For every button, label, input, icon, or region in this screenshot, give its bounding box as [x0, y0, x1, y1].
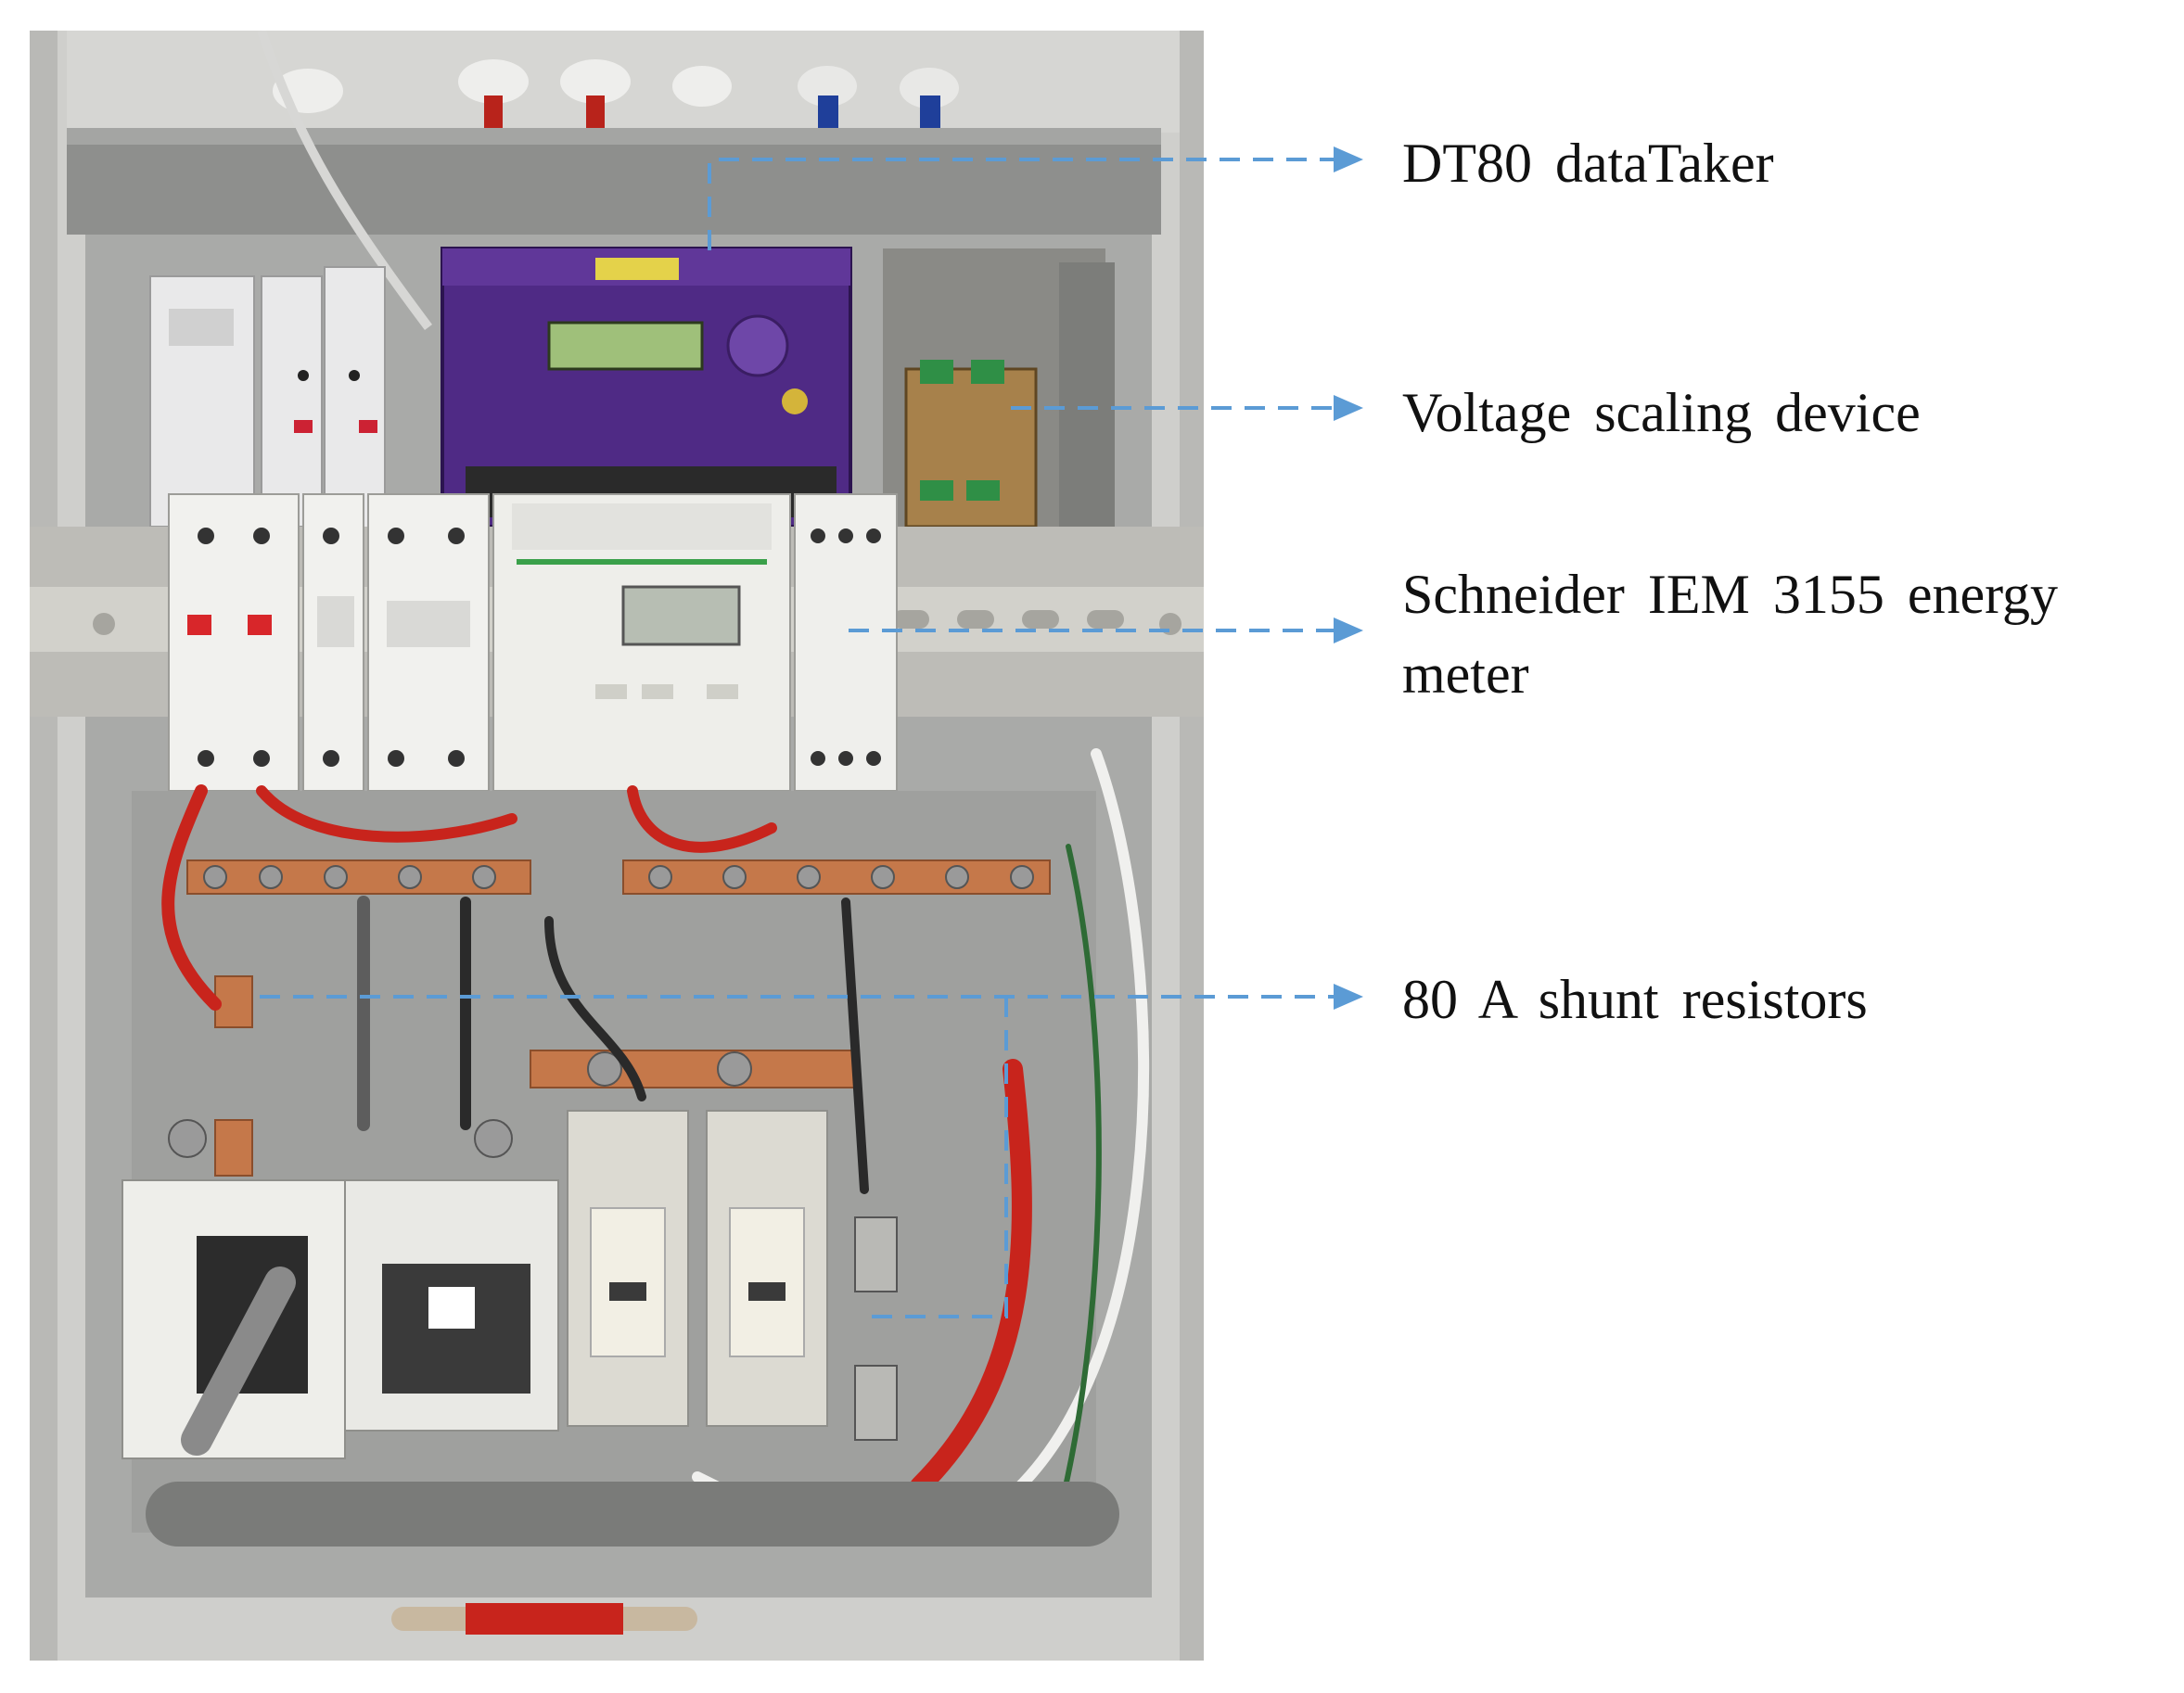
- arrowhead-dt80: [1334, 146, 1363, 172]
- label-shunt-resistors: 80 A shunt resistors: [1402, 969, 1868, 1030]
- electrical-enclosure-photo: [30, 31, 1204, 1661]
- energy-meter: [492, 493, 898, 792]
- label-energy-meter-line1: Schneider IEM 3155 energy: [1402, 564, 2059, 625]
- cable-glands: [273, 59, 959, 197]
- arrowhead-shunt: [1334, 984, 1363, 1010]
- busbars: [186, 859, 1051, 1177]
- datataker-device: [441, 247, 852, 528]
- fuses: [567, 1110, 828, 1427]
- power-supplies: [149, 266, 386, 532]
- earth-strap: [391, 1603, 697, 1635]
- arrowhead-voltage-scaling: [1334, 395, 1363, 421]
- isolator-switch: [121, 1179, 559, 1459]
- keypad: [726, 314, 789, 377]
- label-energy-meter: Schneider IEM 3155 energy meter: [1402, 554, 2058, 714]
- enclosure-illustration: [30, 31, 1204, 1661]
- label-voltage-scaling-device: Voltage scaling device: [1402, 382, 1921, 443]
- label-energy-meter-line2: meter: [1402, 643, 1529, 705]
- grey-cable: [257, 31, 433, 330]
- cables: [146, 748, 1149, 1547]
- voltage-scaling-device: [883, 248, 1115, 541]
- datataker-lcd: [547, 321, 704, 371]
- label-dt80-datataker: DT80 dataTaker: [1402, 133, 1774, 194]
- energy-meter-display: [621, 585, 741, 646]
- circuit-breakers: [168, 493, 490, 792]
- arrowhead-energy-meter: [1334, 617, 1363, 643]
